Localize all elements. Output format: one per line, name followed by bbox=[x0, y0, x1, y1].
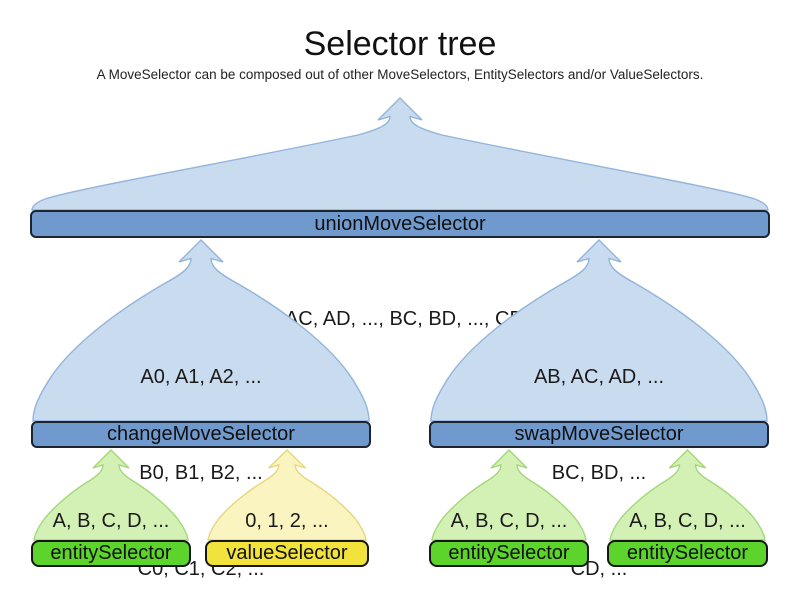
value-selector-items: 0, 1, 2, ... bbox=[245, 510, 329, 532]
entity-selector-bar: entitySelector bbox=[607, 540, 768, 567]
entity-selector-bar: entitySelector bbox=[31, 540, 191, 567]
change-items-line: B0, B1, B2, ... bbox=[139, 462, 263, 484]
swap-move-selector-bar: swapMoveSelector bbox=[429, 421, 769, 448]
change-items-line: A0, A1, A2, ... bbox=[140, 366, 262, 388]
union-move-selector-bar: unionMoveSelector bbox=[30, 210, 770, 238]
entity-selector-items: A, B, C, D, ... bbox=[629, 510, 746, 532]
page-title: Selector tree bbox=[303, 25, 497, 63]
value-selector-bar: valueSelector bbox=[205, 540, 369, 567]
entity-selector-items: A, B, C, D, ... bbox=[450, 510, 568, 532]
page-subtitle: A MoveSelector can be composed out of ot… bbox=[96, 67, 704, 82]
change-move-selector-bar: changeMoveSelector bbox=[31, 421, 371, 448]
swap-items-line: AB, AC, AD, ... bbox=[533, 366, 665, 388]
entity-selector-items: A, B, C, D, ... bbox=[52, 510, 170, 532]
swap-items-line: BC, BD, ... bbox=[551, 462, 647, 484]
entity-selector-bar: entitySelector bbox=[429, 540, 589, 567]
